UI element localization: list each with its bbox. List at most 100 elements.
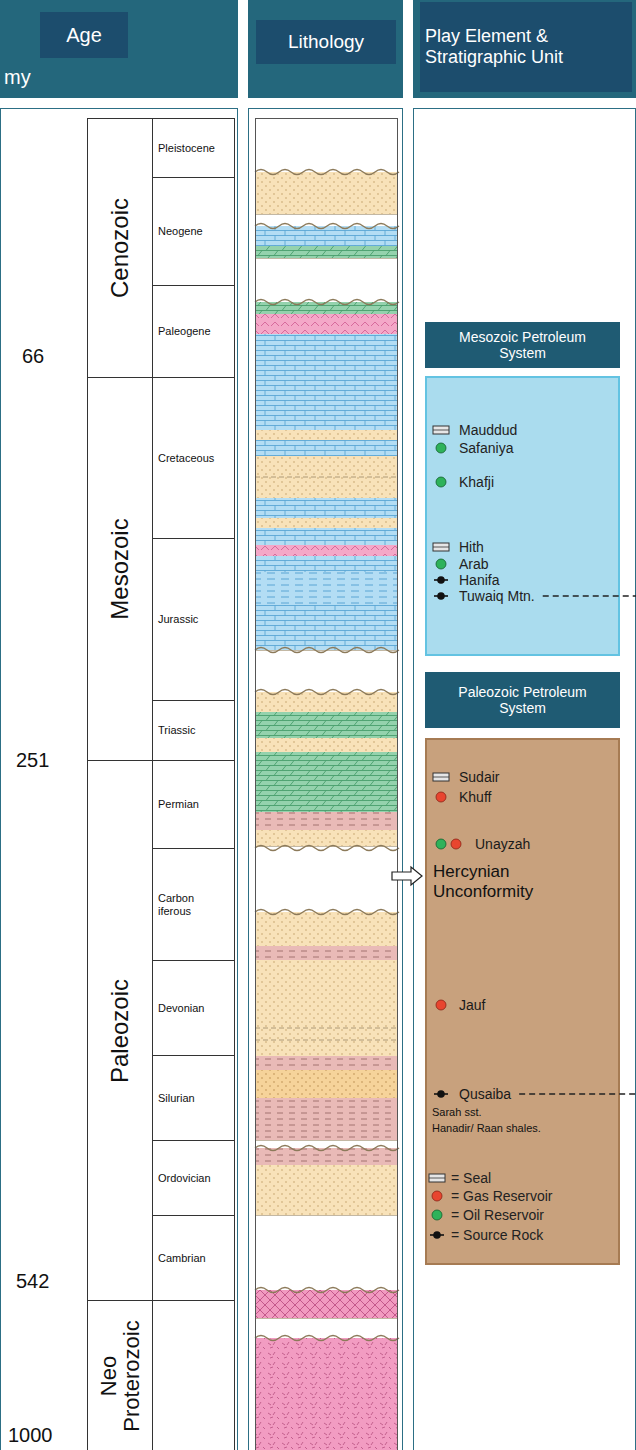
column-frame (414, 109, 636, 1450)
period-cell: Neogene (152, 177, 235, 286)
age-number: 1000 (8, 1424, 53, 1446)
bed-boundary (255, 1040, 398, 1041)
header-title: Age (66, 24, 102, 47)
rock-layer (255, 456, 398, 498)
legend-text: = Source Rock (451, 1227, 543, 1243)
unconformity-line (255, 846, 399, 851)
rock-layer (255, 692, 398, 712)
rock-layer (255, 1028, 398, 1040)
age-number: 251 (16, 749, 49, 771)
rock-layer (255, 246, 398, 258)
bed-boundary (255, 1140, 398, 1141)
unit-name: Qusaiba (459, 1086, 511, 1102)
header-title: Play Element & Stratigraphic Unit (425, 26, 590, 67)
gas-symbol (432, 1191, 442, 1201)
era-name: Neo Proterozoic (97, 1305, 143, 1446)
rock-layer (255, 1290, 398, 1318)
period-cell: Ordovician (152, 1140, 235, 1216)
unconformity-line (255, 648, 399, 653)
bed-boundary (255, 1318, 398, 1319)
period-cell: Cretaceous (152, 377, 235, 539)
source-symbol (437, 576, 445, 584)
unconformity-line (255, 300, 399, 305)
unit-name: Hanifa (459, 572, 499, 588)
period-cell: Jurassic (152, 538, 235, 701)
formation-note: Hanadir/ Raan shales. (432, 1122, 541, 1134)
header-band (413, 0, 636, 98)
unit-name: Sudair (459, 769, 499, 785)
source-symbol (433, 1231, 441, 1239)
charge-line (519, 1093, 636, 1094)
lithology-column (255, 119, 399, 1450)
unit-name: Safaniya (459, 440, 513, 456)
legend-text: = Oil Reservoir (451, 1207, 544, 1223)
bed-boundary (255, 258, 398, 259)
unit-name: Khuff (459, 789, 491, 805)
age-number: 542 (16, 1270, 49, 1292)
unit-name: Arab (459, 556, 489, 572)
rock-layer (255, 1148, 398, 1165)
legend-item: = Seal (426, 1170, 491, 1186)
column-frame (1, 109, 238, 1450)
rock-layer (255, 314, 398, 334)
source-symbol (437, 592, 445, 600)
seal-symbol (433, 547, 449, 548)
rock-layer (255, 1070, 398, 1098)
era-name: Mesozoic (107, 382, 132, 756)
rock-layer (255, 752, 398, 812)
legend-text: = Gas Reservoir (451, 1188, 553, 1204)
column-frame (249, 109, 403, 1450)
rock-layer (255, 440, 398, 456)
seal-symbol (433, 773, 449, 781)
header-band (248, 0, 403, 98)
rock-layer (255, 498, 398, 518)
oil-symbol (432, 1210, 442, 1220)
unit-name: Hith (459, 539, 484, 555)
unit-label: my (4, 66, 31, 88)
unit-name: Jauf (459, 997, 485, 1013)
legend-item: = Oil Reservoir (426, 1207, 544, 1223)
period-cell: Paleogene (152, 285, 235, 378)
bed-boundary (255, 214, 398, 215)
rock-layer (255, 334, 398, 430)
rock-layer (255, 572, 398, 605)
unit-name: Tuwaiq Mtn. (459, 588, 535, 604)
rock-layer (255, 545, 398, 556)
legend-symbol (426, 1207, 448, 1223)
gas-symbol (436, 792, 446, 802)
seal-symbol (429, 1178, 445, 1179)
rock-layer (255, 226, 398, 246)
rock-layer (255, 960, 398, 1028)
period-name: Pleistocene (158, 142, 215, 155)
rock-layer (255, 1040, 398, 1056)
system-header: Mesozoic Petroleum System (425, 322, 620, 368)
period-name: Ordovician (158, 1172, 211, 1185)
period-cell: Permian (152, 760, 235, 849)
rock-layer (255, 430, 398, 440)
period-cell: Triassic (152, 700, 235, 761)
unconformity-line (255, 1146, 399, 1151)
period-name: Carbon iferous (158, 892, 208, 917)
period-name: Permian (158, 798, 199, 811)
period-name: Paleogene (158, 325, 211, 338)
period-name: Triassic (158, 724, 195, 737)
unconformity-line (255, 1288, 399, 1293)
period-name: Silurian (158, 1092, 195, 1105)
system-panel: MauddudSafaniyaKhafjiHithArabHanifaTuwai… (425, 376, 620, 656)
era-cell: Paleozoic (87, 760, 153, 1301)
bed-boundary (255, 477, 398, 478)
header-title-box: Play Element & Stratigraphic Unit (420, 2, 632, 92)
legend-symbol (426, 1188, 448, 1204)
unconformity-arrow (392, 867, 422, 885)
period-name: Neogene (158, 225, 203, 238)
rock-layer (255, 528, 398, 545)
system-title: Paleozoic Petroleum System (458, 684, 588, 716)
legend-item: = Gas Reservoir (426, 1188, 553, 1204)
oil-symbol (436, 839, 446, 849)
period-name: Devonian (158, 1002, 204, 1015)
rock-layer (255, 518, 398, 528)
legend-symbol (426, 1170, 448, 1186)
system-header: Paleozoic Petroleum System (425, 672, 620, 728)
seal-symbol (433, 777, 449, 778)
